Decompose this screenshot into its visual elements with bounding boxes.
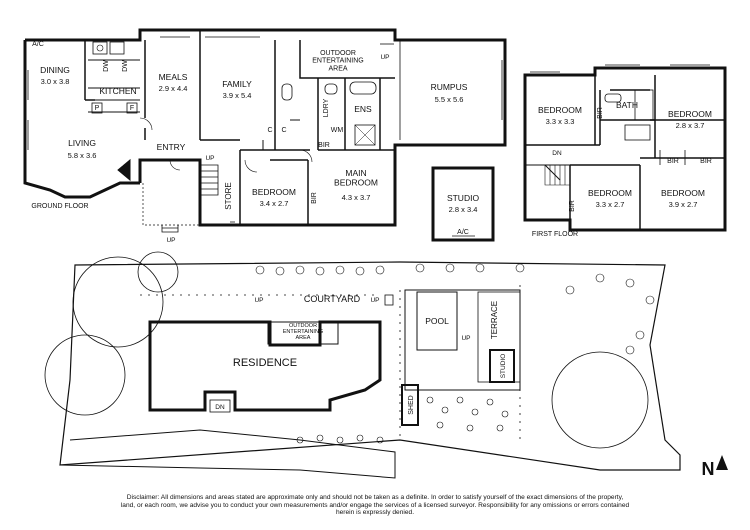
ac-label: A/C [32, 41, 44, 48]
bedroom-name: BEDROOM [252, 187, 296, 197]
bed4-name: BEDROOM [661, 188, 705, 198]
family-name: FAMILY [222, 79, 252, 89]
first-floor-labels: BEDROOM 3.3 x 3.3 BATH BIR BEDROOM 2.8 x… [532, 100, 712, 238]
up-pool-label: UP [461, 335, 470, 342]
bir-label: BIR [318, 142, 330, 149]
studio-ac: A/C [457, 229, 469, 236]
rumpus-name: RUMPUS [431, 82, 468, 92]
living-name: LIVING [68, 138, 96, 148]
dw1-label: DW [103, 60, 110, 72]
bath-label: BATH [616, 100, 638, 110]
site-plan [44, 251, 728, 479]
site-studio-label: STUDIO [500, 354, 507, 379]
family-size: 3.9 x 5.4 [223, 91, 252, 100]
studio-size: 2.8 x 3.4 [449, 205, 478, 214]
bir2-label: BIR [667, 158, 679, 165]
main-bedroom-size: 4.3 x 3.7 [342, 193, 371, 202]
ldry-label: LDRY [323, 98, 330, 117]
bir3-label: BIR [700, 158, 712, 165]
wm-label: WM [331, 127, 344, 134]
store-label: STORE [224, 182, 233, 209]
c2-label: C [281, 127, 286, 134]
rumpus-size: 5.5 x 5.6 [435, 95, 464, 104]
north-label: N [702, 459, 715, 479]
dining-size: 3.0 x 3.8 [41, 77, 70, 86]
bed3-name: BEDROOM [588, 188, 632, 198]
courtyard-label: COURTYARD [304, 294, 361, 304]
bed4-size: 3.9 x 2.7 [669, 200, 698, 209]
meals-name: MEALS [159, 72, 188, 82]
entry-label: ENTRY [157, 142, 186, 152]
bed3-size: 3.3 x 2.7 [596, 200, 625, 209]
ground-floor-caption: GROUND FLOOR [31, 203, 88, 210]
terrace-label: TERRACE [490, 301, 499, 339]
meals-size: 2.9 x 4.4 [159, 84, 188, 93]
residence-label: RESIDENCE [233, 357, 297, 369]
studio-plan: STUDIO 2.8 x 3.4 A/C [431, 166, 495, 242]
ground-floor [23, 28, 507, 233]
first-floor [523, 64, 727, 232]
up-outdoor-label: UP [380, 54, 389, 61]
fridge-label: F [130, 105, 134, 112]
pantry-label: P [95, 105, 100, 112]
bir1-label: BIR [597, 107, 604, 119]
ens-label: ENS [354, 104, 372, 114]
living-size: 5.8 x 3.6 [68, 151, 97, 160]
fp-label: FP [119, 157, 130, 168]
shed-label: SHED [408, 395, 415, 414]
bed1-name: BEDROOM [538, 105, 582, 115]
up-front-label: UP [166, 237, 175, 244]
dn-label: DN [552, 150, 562, 157]
dining-name: DINING [40, 65, 70, 75]
up-courtyard2-label: UP [370, 297, 379, 304]
kitchen-label: KITCHEN [99, 86, 136, 96]
bir4-label: BIR [569, 200, 576, 212]
bed2-name: BEDROOM [668, 109, 712, 119]
pool-label: POOL [425, 316, 449, 326]
bir-bed-label: BIR [311, 192, 318, 204]
bed2-size: 2.8 x 3.7 [676, 121, 705, 130]
c1-label: C [267, 127, 272, 134]
studio-name: STUDIO [447, 193, 480, 203]
floor-plan: A/C DINING 3.0 x 3.8 KITCHEN DW DW P F M… [23, 28, 728, 479]
bedroom-size: 3.4 x 2.7 [260, 199, 289, 208]
bed1-size: 3.3 x 3.3 [546, 117, 575, 126]
site-dn-label: DN [215, 404, 225, 411]
up-stairs-label: UP [205, 155, 214, 162]
disclaimer: Disclaimer: All dimensions and areas sta… [120, 494, 630, 517]
first-floor-caption: FIRST FLOOR [532, 231, 578, 238]
dw2-label: DW [122, 60, 129, 72]
ground-floor-labels: A/C DINING 3.0 x 3.8 KITCHEN DW DW P F M… [31, 41, 467, 244]
up-courtyard-label: UP [254, 297, 263, 304]
